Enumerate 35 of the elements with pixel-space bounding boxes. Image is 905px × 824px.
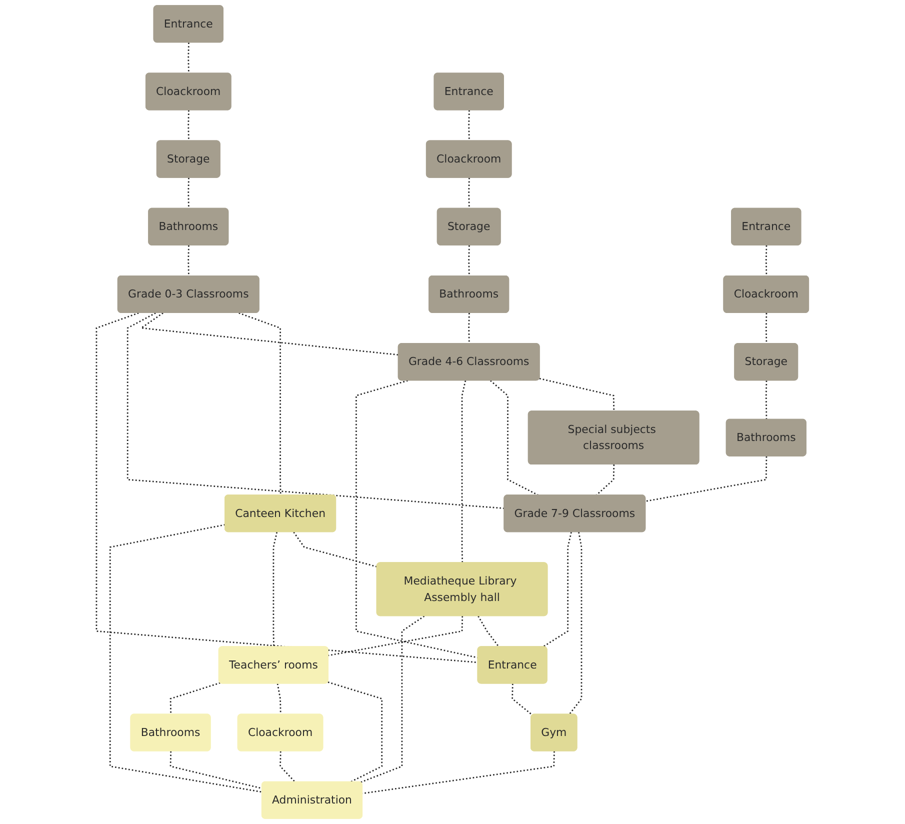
connector	[539, 378, 615, 412]
connector	[355, 380, 478, 658]
connector	[596, 464, 615, 496]
connector	[96, 312, 478, 664]
connector	[645, 456, 768, 502]
connector	[170, 682, 220, 714]
connector	[765, 245, 768, 276]
connector	[360, 616, 425, 783]
connector	[280, 751, 296, 782]
connector	[461, 380, 466, 563]
connector	[765, 380, 768, 420]
connector	[478, 616, 500, 648]
connector	[109, 524, 262, 793]
connector	[568, 532, 582, 715]
connector	[170, 751, 262, 790]
connector	[139, 312, 399, 356]
connector	[188, 42, 190, 74]
connector	[188, 178, 190, 209]
connector	[362, 751, 555, 794]
connector	[468, 245, 470, 276]
connector	[490, 380, 539, 496]
connector	[542, 532, 572, 648]
connector	[468, 313, 470, 344]
connector	[272, 532, 278, 647]
connector	[293, 532, 378, 568]
connector	[328, 616, 463, 656]
connector	[188, 245, 190, 276]
connector	[468, 178, 470, 209]
connector	[188, 110, 190, 141]
connector	[276, 684, 282, 714]
connector	[765, 313, 768, 344]
connector	[512, 684, 533, 716]
connector	[238, 312, 282, 496]
connector	[468, 110, 470, 141]
connector	[328, 682, 382, 783]
